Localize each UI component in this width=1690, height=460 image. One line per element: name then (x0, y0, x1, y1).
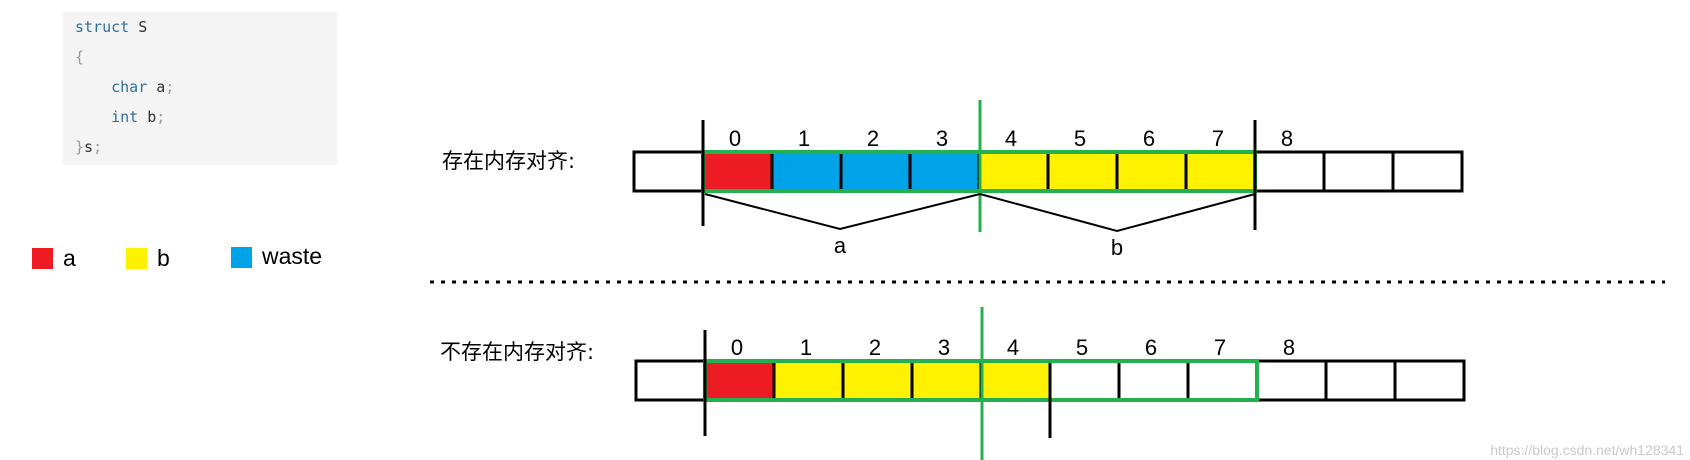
byte-index-label: 8 (1283, 335, 1295, 360)
code-line-5: }s; (75, 138, 103, 156)
memory-cell (1253, 150, 1326, 193)
legend-swatch-b (126, 248, 147, 269)
byte-index-label: 1 (800, 335, 812, 360)
legend-swatch-waste (231, 247, 252, 268)
memory-cell (703, 359, 776, 402)
memory-cell (1184, 150, 1257, 193)
byte-index-label: 2 (867, 126, 879, 151)
code-line-4: int b; (111, 108, 166, 126)
memory-cell (841, 359, 914, 402)
memory-cell (1391, 150, 1464, 193)
memory-cell (1046, 150, 1119, 193)
byte-index-label: 8 (1281, 126, 1293, 151)
memory-cell (701, 150, 774, 193)
memory-cell (634, 359, 707, 402)
memory-cell (910, 359, 983, 402)
byte-index-label: 7 (1214, 335, 1226, 360)
legend-swatch-a (32, 248, 53, 269)
memory-cell (839, 150, 912, 193)
memory-cell (1322, 150, 1395, 193)
byte-index-label: 4 (1005, 126, 1017, 151)
byte-index-label: 3 (936, 126, 948, 151)
brace-label: a (834, 233, 847, 258)
memory-cell (977, 150, 1050, 193)
legend-label-b: b (157, 245, 170, 271)
byte-index-label: 4 (1007, 335, 1019, 360)
memory-cell (979, 359, 1052, 402)
byte-index-label: 5 (1076, 335, 1088, 360)
memory-cell (1186, 359, 1259, 402)
memory-cell (1048, 359, 1121, 402)
code-line-2: { (75, 48, 85, 66)
memory-cell (772, 359, 845, 402)
memory-cell (908, 150, 981, 193)
memory-cell (1117, 359, 1190, 402)
memory-cell (1393, 359, 1466, 402)
unaligned-row-label: 不存在内存对齐: (440, 340, 595, 364)
brace-label: b (1111, 235, 1123, 260)
memory-cell (770, 150, 843, 193)
byte-index-label: 3 (938, 335, 950, 360)
watermark: https://blog.csdn.net/wh128341 (1490, 442, 1684, 458)
memory-cell (1255, 359, 1328, 402)
byte-index-label: 6 (1145, 335, 1157, 360)
byte-index-label: 7 (1212, 126, 1224, 151)
memory-cell (1115, 150, 1188, 193)
code-line-3: char a; (111, 78, 175, 96)
byte-index-label: 1 (798, 126, 810, 151)
code-block: struct S { char a; int b; }s; (63, 12, 337, 165)
memory-cell (1324, 359, 1397, 402)
memory-cell (632, 150, 705, 193)
byte-index-label: 6 (1143, 126, 1155, 151)
field-brace (979, 193, 1256, 233)
byte-index-label: 2 (869, 335, 881, 360)
byte-index-label: 0 (729, 126, 741, 151)
byte-index-label: 5 (1074, 126, 1086, 151)
byte-index-label: 0 (731, 335, 743, 360)
field-brace (704, 193, 981, 231)
legend-label-waste: waste (262, 243, 323, 269)
code-line-1: struct S (75, 18, 148, 36)
legend-label-a: a (63, 245, 76, 271)
aligned-row-label: 存在内存对齐: (442, 149, 576, 173)
